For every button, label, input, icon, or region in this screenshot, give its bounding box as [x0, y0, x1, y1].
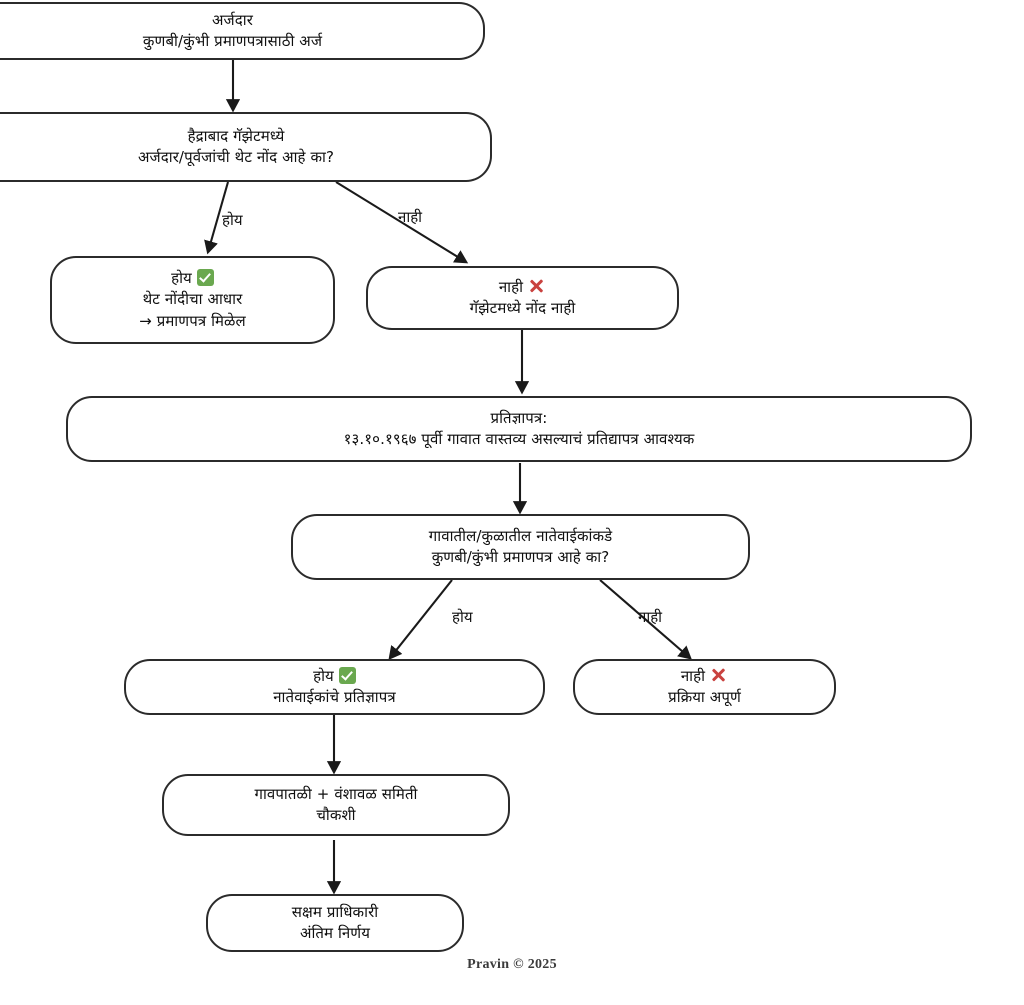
node-gazette-no-outcome[interactable]: नाही गॅझेटमध्ये नोंद नाही: [366, 266, 679, 330]
node-applicant-start-line1: अर्जदार: [212, 10, 253, 29]
node-final-line2: अंतिम निर्णय: [299, 924, 371, 942]
node-hyderabad-gazette-decision[interactable]: हैद्राबाद गॅझेटमध्ये अर्जदार/पूर्वजांची …: [0, 112, 492, 182]
cross-mark-icon: [710, 666, 728, 684]
node-competent-authority-decision[interactable]: सक्षम प्राधिकारी अंतिम निर्णय: [206, 894, 464, 952]
node-gazette-yes-line2: थेट नोंदीचा आधार: [142, 290, 243, 309]
node-gazette-yes-headline: होय: [171, 268, 214, 289]
node-affidavit-line1: प्रतिज्ञापत्र:: [490, 408, 548, 427]
edge-label-relatives-yes: होय: [452, 608, 473, 626]
node-relatives-decision-line1: गावातील/कुळातील नातेवाईकांकडे: [428, 526, 613, 545]
node-affidavit-requirement[interactable]: प्रतिज्ञापत्र: १३.१०.१९६७ पूर्वी गावात व…: [66, 396, 972, 462]
node-gazette-no-line2: गॅझेटमध्ये नोंद नाही: [469, 299, 576, 317]
edge-label-relatives-no: नाही: [638, 608, 663, 626]
node-relatives-yes-outcome[interactable]: होय नातेवाईकांचे प्रतिज्ञापत्र: [124, 659, 545, 715]
node-final-line1: सक्षम प्राधिकारी: [291, 902, 379, 921]
node-village-committee-inquiry[interactable]: गावपातळी + वंशावळ समिती चौकशी: [162, 774, 510, 836]
check-mark-icon: [196, 269, 214, 287]
node-relatives-yes-label: होय: [313, 666, 334, 685]
node-gazette-yes-outcome[interactable]: होय थेट नोंदीचा आधार → प्रमाणपत्र मिळेल: [50, 256, 335, 344]
node-affidavit-line2: १३.१०.१९६७ पूर्वी गावात वास्तव्य असल्याच…: [343, 430, 695, 448]
credit-footer: Pravin © 2025: [467, 957, 557, 972]
node-gazette-no-label: नाही: [498, 277, 524, 296]
connector-relatives-to-yes: [388, 579, 453, 660]
node-committee-line1: गावपातळी + वंशावळ समिती: [254, 784, 418, 803]
node-applicant-start[interactable]: अर्जदार कुणबी/कुंभी प्रमाणपत्रासाठी अर्ज: [0, 2, 485, 60]
node-gazette-yes-line3: → प्रमाणपत्र मिळेल: [139, 311, 246, 330]
node-relatives-no-label: नाही: [680, 666, 706, 685]
cross-mark-icon: [528, 277, 546, 295]
node-relatives-certificate-decision[interactable]: गावातील/कुळातील नातेवाईकांकडे कुणबी/कुंभ…: [291, 514, 750, 580]
node-relatives-no-headline: नाही: [681, 666, 728, 687]
node-gazette-decision-line2: अर्जदार/पूर्वजांची थेट नोंद आहे का?: [137, 148, 335, 166]
node-gazette-decision-line1: हैद्राबाद गॅझेटमध्ये: [187, 126, 285, 145]
check-mark-icon: [338, 666, 356, 684]
node-relatives-yes-headline: होय: [313, 666, 356, 687]
node-gazette-yes-label: होय: [171, 269, 192, 288]
node-gazette-no-headline: नाही: [499, 277, 546, 298]
node-relatives-no-outcome[interactable]: नाही प्रक्रिया अपूर्ण: [573, 659, 836, 715]
node-relatives-yes-line2: नातेवाईकांचे प्रतिज्ञापत्र: [273, 688, 396, 706]
node-committee-line2: चौकशी: [316, 806, 356, 824]
edge-label-gazette-yes: होय: [222, 211, 243, 229]
edge-label-gazette-no: नाही: [398, 208, 423, 226]
node-applicant-start-line2: कुणबी/कुंभी प्रमाणपत्रासाठी अर्ज: [142, 32, 323, 50]
node-relatives-decision-line2: कुणबी/कुंभी प्रमाणपत्र आहे का?: [431, 548, 610, 566]
node-relatives-no-line2: प्रक्रिया अपूर्ण: [668, 688, 741, 706]
